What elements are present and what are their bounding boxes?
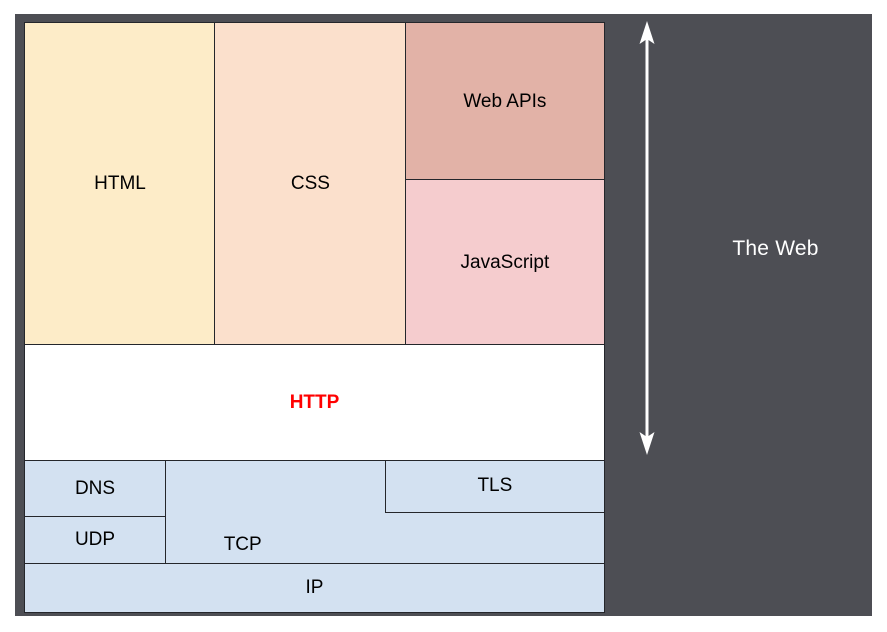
vertical-double-arrow-icon (627, 18, 667, 458)
layer-block-ip[interactable]: IP (24, 562, 605, 613)
the-web-label: The Web (732, 237, 819, 260)
layer-block-web-apis[interactable]: Web APIs (404, 22, 605, 181)
layer-block-css[interactable]: CSS (214, 22, 407, 346)
layer-block-dns[interactable]: DNS (24, 459, 166, 518)
layer-block-tls[interactable]: TLS (384, 459, 605, 513)
layer-block-http[interactable]: HTTP (24, 344, 605, 462)
layer-block-javascript[interactable]: JavaScript (404, 179, 605, 346)
layer-block-tcp-label: TCP (223, 534, 262, 556)
web-stack-diagram: HTML CSS Web APIs JavaScript HTTP TCP DN… (24, 22, 605, 614)
layer-block-udp[interactable]: UDP (24, 516, 166, 565)
layer-block-html[interactable]: HTML (24, 22, 216, 346)
